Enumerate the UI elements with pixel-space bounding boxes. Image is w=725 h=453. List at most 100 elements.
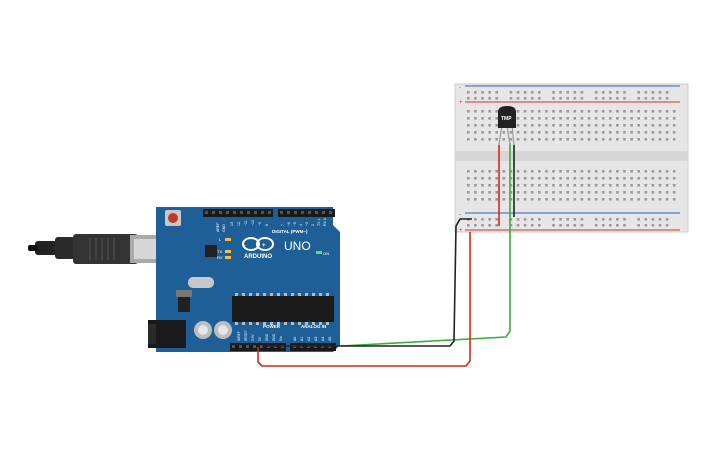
breadboard-hole[interactable] xyxy=(538,177,541,180)
breadboard-hole[interactable] xyxy=(481,177,484,180)
breadboard-hole[interactable] xyxy=(552,184,555,187)
breadboard-hole[interactable] xyxy=(538,224,541,227)
breadboard-hole[interactable] xyxy=(530,184,534,187)
breadboard-hole[interactable] xyxy=(623,138,626,141)
breadboard-hole[interactable] xyxy=(573,184,577,187)
breadboard-hole[interactable] xyxy=(609,131,612,134)
breadboard-hole[interactable] xyxy=(516,138,520,141)
breadboard-hole[interactable] xyxy=(545,110,548,113)
breadboard-hole[interactable] xyxy=(587,170,591,173)
breadboard-hole[interactable] xyxy=(545,177,548,180)
breadboard-hole[interactable] xyxy=(623,198,626,201)
breadboard-hole[interactable] xyxy=(502,184,506,187)
breadboard-hole[interactable] xyxy=(637,177,640,180)
breadboard-hole[interactable] xyxy=(566,117,569,120)
breadboard-hole[interactable] xyxy=(587,191,591,194)
breadboard[interactable]: + - - + xyxy=(454,83,689,234)
breadboard-hole[interactable] xyxy=(651,218,655,221)
breadboard-hole[interactable] xyxy=(509,177,513,180)
breadboard-hole[interactable] xyxy=(672,170,676,173)
breadboard-hole[interactable] xyxy=(658,124,662,127)
breadboard-hole[interactable] xyxy=(530,124,534,127)
breadboard-hole[interactable] xyxy=(467,124,470,127)
breadboard-hole[interactable] xyxy=(665,184,669,187)
breadboard-hole[interactable] xyxy=(601,170,605,173)
breadboard-hole[interactable] xyxy=(672,191,676,194)
breadboard-hole[interactable] xyxy=(474,124,477,127)
breadboard-hole[interactable] xyxy=(594,170,598,173)
breadboard-hole[interactable] xyxy=(644,97,648,100)
breadboard-hole[interactable] xyxy=(538,97,541,100)
breadboard-hole[interactable] xyxy=(474,117,477,120)
breadboard-hole[interactable] xyxy=(594,218,598,221)
breadboard-hole[interactable] xyxy=(481,97,484,100)
breadboard-hole[interactable] xyxy=(658,184,662,187)
breadboard-hole[interactable] xyxy=(467,191,470,194)
breadboard-hole[interactable] xyxy=(623,218,626,221)
breadboard-hole[interactable] xyxy=(552,198,555,201)
breadboard-hole[interactable] xyxy=(516,224,520,227)
breadboard-hole[interactable] xyxy=(587,117,591,120)
breadboard-hole[interactable] xyxy=(545,198,548,201)
breadboard-hole[interactable] xyxy=(665,170,669,173)
breadboard-hole[interactable] xyxy=(559,198,562,201)
breadboard-hole[interactable] xyxy=(651,124,655,127)
breadboard-hole[interactable] xyxy=(495,97,498,100)
breadboard-hole[interactable] xyxy=(474,110,477,113)
breadboard-hole[interactable] xyxy=(516,184,520,187)
breadboard-hole[interactable] xyxy=(672,131,676,134)
breadboard-hole[interactable] xyxy=(538,138,541,141)
breadboard-hole[interactable] xyxy=(481,110,484,113)
breadboard-hole[interactable] xyxy=(594,224,598,227)
breadboard-hole[interactable] xyxy=(516,177,520,180)
breadboard-hole[interactable] xyxy=(609,184,612,187)
breadboard-hole[interactable] xyxy=(601,177,605,180)
breadboard-hole[interactable] xyxy=(665,117,669,120)
breadboard-hole[interactable] xyxy=(488,138,491,141)
breadboard-hole[interactable] xyxy=(538,218,541,221)
breadboard-hole[interactable] xyxy=(530,110,534,113)
breadboard-hole[interactable] xyxy=(616,124,619,127)
breadboard-hole[interactable] xyxy=(630,184,633,187)
header-hole[interactable] xyxy=(233,211,236,214)
breadboard-hole[interactable] xyxy=(651,198,655,201)
breadboard-hole[interactable] xyxy=(658,117,662,120)
header-hole[interactable] xyxy=(253,345,256,348)
breadboard-hole[interactable] xyxy=(573,224,577,227)
breadboard-hole[interactable] xyxy=(481,124,484,127)
breadboard-hole[interactable] xyxy=(651,117,655,120)
breadboard-hole[interactable] xyxy=(623,110,626,113)
header-hole[interactable] xyxy=(329,211,332,214)
breadboard-hole[interactable] xyxy=(672,117,676,120)
breadboard-hole[interactable] xyxy=(467,177,470,180)
breadboard-hole[interactable] xyxy=(630,170,633,173)
breadboard-hole[interactable] xyxy=(658,97,662,100)
breadboard-hole[interactable] xyxy=(474,131,477,134)
breadboard-hole[interactable] xyxy=(552,218,555,221)
breadboard-hole[interactable] xyxy=(538,91,541,94)
breadboard-hole[interactable] xyxy=(566,170,569,173)
breadboard-hole[interactable] xyxy=(587,110,591,113)
breadboard-hole[interactable] xyxy=(672,198,676,201)
breadboard-hole[interactable] xyxy=(488,184,491,187)
breadboard-hole[interactable] xyxy=(594,191,598,194)
breadboard-hole[interactable] xyxy=(623,117,626,120)
breadboard-hole[interactable] xyxy=(580,138,584,141)
breadboard-hole[interactable] xyxy=(495,184,498,187)
breadboard-hole[interactable] xyxy=(651,224,655,227)
breadboard-hole[interactable] xyxy=(502,177,506,180)
breadboard-hole[interactable] xyxy=(559,224,562,227)
breadboard-hole[interactable] xyxy=(467,131,470,134)
breadboard-hole[interactable] xyxy=(523,224,527,227)
breadboard-hole[interactable] xyxy=(467,138,470,141)
breadboard-hole[interactable] xyxy=(530,91,534,94)
breadboard-hole[interactable] xyxy=(630,117,633,120)
breadboard-hole[interactable] xyxy=(566,138,569,141)
breadboard-hole[interactable] xyxy=(623,191,626,194)
breadboard-hole[interactable] xyxy=(630,198,633,201)
breadboard-hole[interactable] xyxy=(580,131,584,134)
breadboard-hole[interactable] xyxy=(573,218,577,221)
breadboard-hole[interactable] xyxy=(516,170,520,173)
breadboard-hole[interactable] xyxy=(523,177,527,180)
breadboard-hole[interactable] xyxy=(658,177,662,180)
